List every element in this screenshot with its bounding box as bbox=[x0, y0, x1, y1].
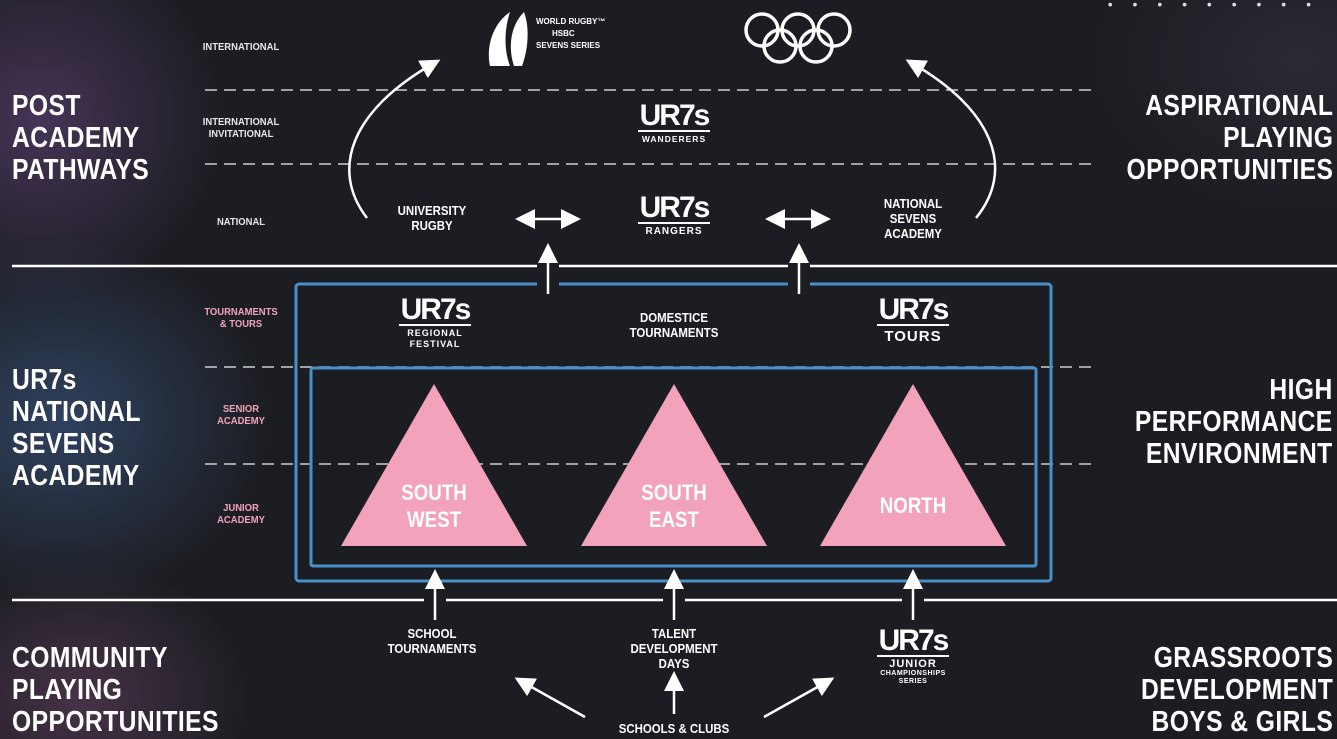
text-line: OPPORTUNITIES bbox=[1126, 154, 1333, 186]
node-school-tournaments: SCHOOL TOURNAMENTS bbox=[379, 626, 485, 656]
node-schools-clubs: SCHOOLS & CLUBS bbox=[618, 721, 730, 736]
text-line: TOURNAMENTS bbox=[387, 641, 477, 656]
text-line: WANDERERS bbox=[641, 134, 707, 144]
text-line: ACADEMY bbox=[12, 122, 140, 154]
text-line: UR7s bbox=[876, 293, 950, 326]
text-line: PATHWAYS bbox=[12, 154, 150, 186]
level-junior-academy: JUNIOR ACADEMY bbox=[201, 502, 282, 526]
curved-arrow-right bbox=[905, 59, 997, 219]
text-line: CHAMPIONSHIPS bbox=[880, 670, 946, 677]
level-international: INTERNATIONAL bbox=[202, 41, 280, 53]
text-line: UR7s bbox=[637, 191, 711, 224]
ur7s-wanderers-logo: UR7s WANDERERS bbox=[624, 99, 724, 145]
text-line: POST bbox=[12, 90, 81, 122]
text-line: GRASSROOTS bbox=[1153, 642, 1333, 674]
text-line: ACADEMY bbox=[217, 514, 265, 526]
triangle-north bbox=[820, 384, 1006, 546]
text-line: TOURS bbox=[884, 328, 942, 345]
text-line: TOURNAMENTS bbox=[629, 325, 719, 340]
olympic-rings-icon bbox=[744, 12, 852, 64]
text-line: ACADEMY bbox=[217, 415, 265, 427]
text-line: INVITATIONAL bbox=[208, 128, 274, 140]
text-line: BOYS & GIRLS bbox=[1151, 706, 1333, 738]
text-line: TOURNAMENTS bbox=[204, 306, 278, 318]
level-national: NATIONAL bbox=[216, 216, 266, 228]
text-line: RANGERS bbox=[645, 226, 703, 237]
text-line: COMMUNITY bbox=[12, 642, 168, 674]
academy-inner-box bbox=[309, 366, 1038, 568]
text-line: SERIES bbox=[898, 678, 928, 685]
node-university-rugby: UNIVERSITY RUGBY bbox=[379, 203, 485, 233]
curved-arrow-left bbox=[348, 59, 441, 219]
hsbc-text: HSBC bbox=[552, 29, 575, 38]
ur7s-tours-logo: UR7s TOURS bbox=[863, 293, 963, 345]
text-line: DEVELOPMENT bbox=[630, 641, 718, 656]
text-line: UNIVERSITY bbox=[397, 203, 467, 218]
text-line: PERFORMANCE bbox=[1135, 406, 1333, 438]
text-line: DEVELOPMENT bbox=[1140, 674, 1333, 706]
text-line: PLAYING bbox=[1222, 122, 1333, 154]
heading-high-performance-environment: HIGH PERFORMANCE ENVIRONMENT bbox=[1135, 374, 1333, 470]
region-label-south-east: SOUTH EAST bbox=[623, 479, 725, 533]
text-line: NATIONAL bbox=[883, 196, 943, 211]
text-line: ACADEMY bbox=[884, 226, 942, 241]
text-line: WEST bbox=[406, 507, 462, 532]
level-tournaments-tours: TOURNAMENTS & TOURS bbox=[201, 306, 282, 330]
text-line: NATIONAL bbox=[12, 396, 141, 428]
world-rugby-logo-icon: WORLD RUGBY™ HSBC SEVENS SERIES bbox=[484, 8, 614, 68]
text-line: & TOURS bbox=[219, 318, 263, 330]
level-senior-academy: SENIOR ACADEMY bbox=[201, 403, 282, 427]
node-talent-development-days: TALENT DEVELOPMENT DAYS bbox=[621, 626, 727, 671]
heading-aspirational-playing-opportunities: ASPIRATIONAL PLAYING OPPORTUNITIES bbox=[1126, 90, 1333, 186]
ur7s-rangers-logo: UR7s RANGERS bbox=[624, 191, 724, 237]
heading-post-academy-pathways: POST ACADEMY PATHWAYS bbox=[12, 90, 149, 186]
text-line: REGIONAL bbox=[407, 328, 463, 338]
text-line: UR7s bbox=[876, 624, 950, 657]
sevens-series-text: SEVENS SERIES bbox=[536, 41, 601, 50]
text-line: NORTH bbox=[879, 493, 947, 518]
decorative-dots: • • • • • • • • • bbox=[1107, 0, 1319, 12]
text-line: EAST bbox=[649, 507, 699, 532]
text-line: JUNIOR bbox=[889, 658, 937, 670]
text-line: OPPORTUNITIES bbox=[12, 706, 219, 738]
heading-ur7s-national-sevens-academy: UR7s NATIONAL SEVENS ACADEMY bbox=[12, 364, 141, 492]
text-line: UR7s bbox=[637, 99, 711, 132]
ur7s-junior-championships-logo: UR7s JUNIOR CHAMPIONSHIPS SERIES bbox=[863, 624, 963, 686]
text-line: SCHOOL bbox=[407, 626, 457, 641]
region-label-north: NORTH bbox=[862, 492, 964, 519]
text-line: RUGBY bbox=[411, 218, 453, 233]
text-line: SENIOR bbox=[222, 403, 260, 415]
region-label-south-west: SOUTH WEST bbox=[383, 479, 485, 533]
text-line: JUNIOR bbox=[223, 502, 259, 514]
text-line: UR7s bbox=[12, 364, 77, 396]
arrow-diagonal bbox=[763, 677, 835, 719]
text-line: SEVENS bbox=[889, 211, 937, 226]
text-line: ASPIRATIONAL bbox=[1144, 90, 1333, 122]
world-rugby-text: WORLD RUGBY™ bbox=[536, 17, 606, 26]
text-line: SOUTH bbox=[401, 480, 467, 505]
text-line: INTERNATIONAL bbox=[202, 116, 280, 128]
triangle-south-west bbox=[341, 384, 527, 546]
text-line: HIGH bbox=[1269, 374, 1333, 406]
node-domestic-tournaments: DOMESTICE TOURNAMENTS bbox=[612, 310, 735, 340]
node-national-sevens-academy: NATIONAL SEVENS ACADEMY bbox=[860, 196, 966, 241]
level-international-invitational: INTERNATIONAL INVITATIONAL bbox=[201, 116, 282, 140]
text-line: PLAYING bbox=[12, 674, 123, 706]
text-line: UR7s bbox=[398, 293, 472, 326]
triangle-south-east bbox=[581, 384, 767, 546]
text-line: DOMESTICE bbox=[639, 310, 709, 325]
heading-grassroots-development: GRASSROOTS DEVELOPMENT BOYS & GIRLS bbox=[1141, 642, 1333, 738]
text-line: FESTIVAL bbox=[409, 339, 461, 349]
text-line: TALENT bbox=[651, 626, 697, 641]
text-line: SOUTH bbox=[641, 480, 707, 505]
text-line: SEVENS bbox=[12, 428, 115, 460]
text-line: ACADEMY bbox=[12, 460, 140, 492]
text-line: ENVIRONMENT bbox=[1146, 438, 1333, 470]
arrow-diagonal bbox=[514, 677, 586, 719]
heading-community-playing-opportunities: COMMUNITY PLAYING OPPORTUNITIES bbox=[12, 642, 219, 738]
ur7s-regional-festival-logo: UR7s REGIONAL FESTIVAL bbox=[385, 293, 485, 350]
text-line: DAYS bbox=[658, 656, 690, 671]
